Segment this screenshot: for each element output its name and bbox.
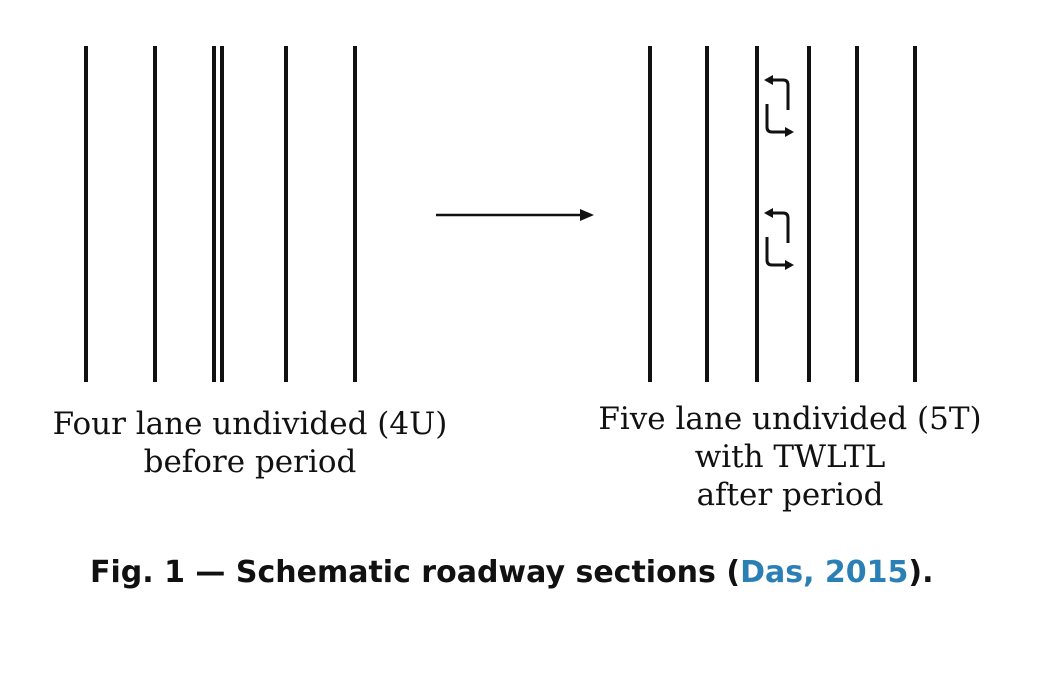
figure-caption: Fig. 1 — Schematic roadway sections (Das…	[90, 555, 990, 590]
after-label-line1: Five lane undivided (5T)	[598, 401, 982, 437]
after-label-line2: with TWLTL	[694, 439, 886, 475]
caption-suffix: ).	[908, 555, 934, 590]
arrow-right-icon	[436, 209, 594, 221]
before-label-line1: Four lane undivided (4U)	[52, 406, 448, 442]
before-label: Four lane undivided (4U) before period	[20, 405, 480, 481]
after-label-line3: after period	[696, 477, 884, 513]
after-section	[648, 46, 917, 382]
caption-prefix: Fig. 1 — Schematic roadway sections (	[90, 555, 741, 590]
before-label-line2: before period	[143, 444, 357, 480]
after-label: Five lane undivided (5T) with TWLTL afte…	[560, 400, 1020, 514]
before-section	[84, 46, 357, 382]
citation-link[interactable]: Das, 2015	[740, 555, 909, 590]
two-way-left-turn-icon	[764, 208, 794, 270]
two-way-left-turn-icon	[764, 75, 794, 137]
